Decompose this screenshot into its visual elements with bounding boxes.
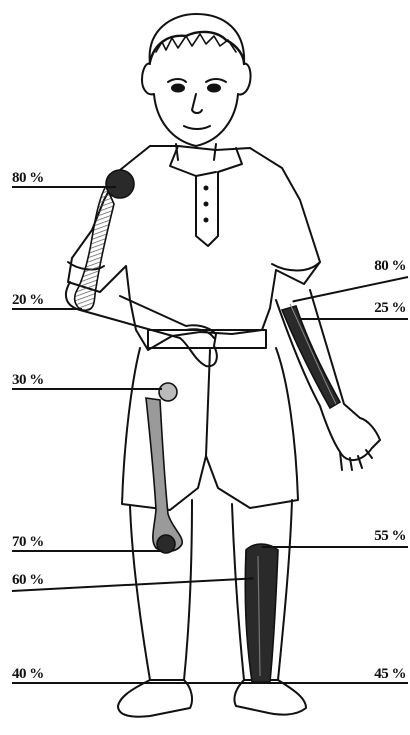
femur-bone [146, 383, 182, 553]
label-wrist-right: 25 % [374, 300, 406, 316]
label-ankle-right: 45 % [374, 666, 406, 682]
label-knee-lower: 60 % [12, 572, 44, 588]
leader-wrist-right [300, 318, 408, 320]
label-hip: 30 % [12, 372, 44, 388]
shirt-buttons [204, 186, 209, 223]
label-knee-left: 70 % [12, 534, 44, 550]
label-ankle-left: 40 % [12, 666, 44, 682]
tibia-bones [245, 544, 278, 682]
label-knee-right: 55 % [374, 528, 406, 544]
leader-elbow-left [12, 308, 82, 310]
label-shoulder: 80 % [12, 170, 44, 186]
leader-hip [12, 388, 162, 390]
label-elbow-left: 20 % [12, 292, 44, 308]
label-elbow-right: 80 % [374, 258, 406, 274]
shoes [118, 680, 306, 717]
leader-ankle-left [12, 682, 408, 684]
leader-knee-left [12, 550, 162, 552]
leader-knee-right [262, 546, 408, 548]
head [142, 14, 251, 160]
leader-shoulder [12, 186, 116, 188]
